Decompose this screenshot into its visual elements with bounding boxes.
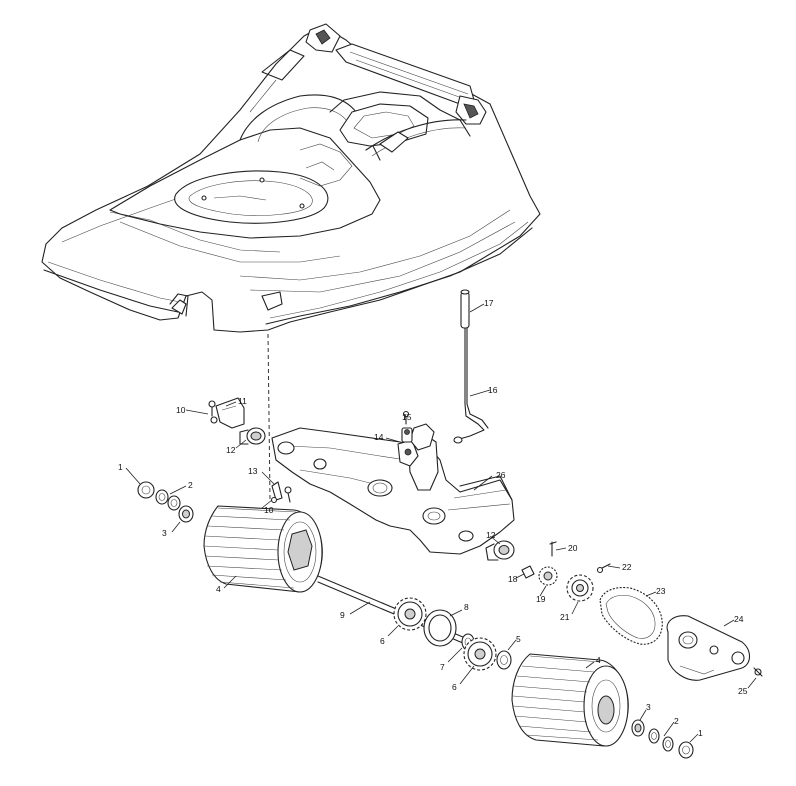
callout-14: 14 [374,432,384,442]
main-bracket [271,410,515,555]
callout-18: 18 [508,574,518,584]
leader-lines [125,303,757,743]
callout-19: 19 [536,594,546,604]
callout-4-right: 4 [596,655,601,665]
height-adjust-rod [453,289,489,444]
callout-10-upper: 10 [176,405,186,415]
callout-labels: 1 2 3 4 5 6 6 7 8 9 10 10 11 12 12 13 14… [118,298,748,738]
callout-24: 24 [734,614,744,624]
left-roller-assembly [137,481,323,593]
drive-parts [485,540,763,681]
callout-2-right: 2 [674,716,679,726]
alignment-line [267,333,271,501]
callout-10-lower: 10 [264,505,274,515]
callout-13: 13 [248,466,258,476]
callout-1-right: 1 [698,728,703,738]
callout-17: 17 [484,298,494,308]
callout-11: 11 [238,396,247,406]
callout-16: 16 [488,385,498,395]
callout-12-right: 12 [486,530,496,540]
mower-deck-housing [41,23,541,333]
callout-21: 21 [560,612,570,622]
callout-23: 23 [656,586,666,596]
axle-and-gears [317,575,512,671]
callout-6-upper: 6 [380,636,385,646]
callout-22: 22 [622,562,632,572]
callout-9: 9 [340,610,345,620]
callout-6-lower: 6 [452,682,457,692]
callout-4-left: 4 [216,584,221,594]
callout-26: 26 [496,470,506,480]
callout-15: 15 [402,412,412,422]
callout-3-right: 3 [646,702,651,712]
callout-5: 5 [516,634,521,644]
callout-20: 20 [568,543,578,553]
callout-3-left: 3 [162,528,167,538]
callout-1-left: 1 [118,462,123,472]
left-small-parts [208,397,292,504]
callout-2-left: 2 [188,480,193,490]
callout-12-left: 12 [226,445,236,455]
callout-7: 7 [440,662,445,672]
callout-25: 25 [738,686,748,696]
right-roller-assembly [511,653,694,759]
callout-8: 8 [464,602,469,612]
